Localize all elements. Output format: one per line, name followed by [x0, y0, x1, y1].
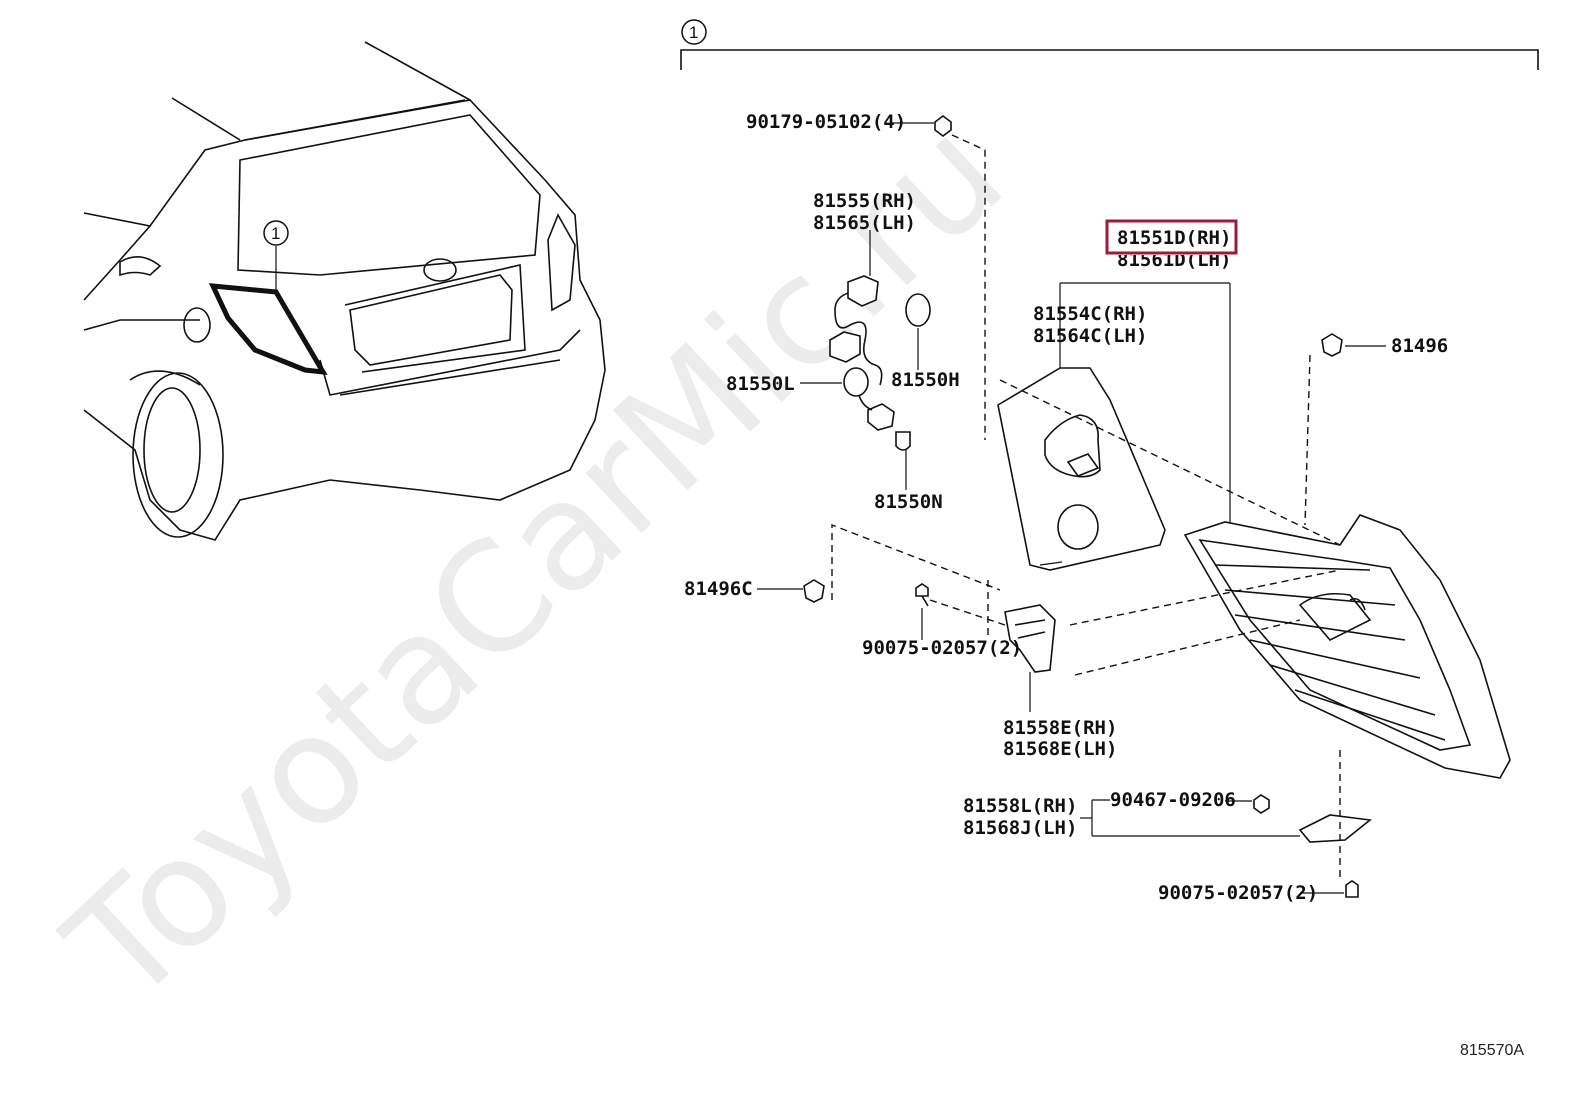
- label-lens-lh[interactable]: 81561D(LH): [1117, 249, 1231, 271]
- label-lens-rh[interactable]: 81551D(RH): [1117, 227, 1231, 249]
- label-bulb-n[interactable]: 81550N: [874, 491, 943, 513]
- label-clip-top[interactable]: 81496: [1391, 335, 1448, 357]
- label-bulb-l[interactable]: 81550L: [726, 373, 795, 395]
- label-bulb-h[interactable]: 81550H: [891, 369, 960, 391]
- label-screw-mid[interactable]: 90075-02057(2): [862, 637, 1022, 659]
- label-cover-rh[interactable]: 81554C(RH): [1033, 303, 1147, 325]
- label-socket-lh[interactable]: 81565(LH): [813, 212, 916, 234]
- label-bracket-lh[interactable]: 81568E(LH): [1003, 738, 1117, 760]
- highlight-box: [1105, 219, 1238, 255]
- car-illustration: 1: [83, 41, 606, 541]
- part-labels: 90179-05102(4) 81555(RH) 81565(LH) 81550…: [684, 111, 1524, 1059]
- label-nut[interactable]: 90467-09206: [1110, 789, 1236, 811]
- label-bracket2-lh[interactable]: 81568J(LH): [963, 817, 1077, 839]
- diagram-code: 815570A: [1460, 1042, 1524, 1059]
- car-callout-label: 1: [271, 224, 280, 243]
- label-screw-bottom[interactable]: 90075-02057(2): [1158, 882, 1318, 904]
- label-cover-lh[interactable]: 81564C(LH): [1033, 325, 1147, 347]
- label-bulb-bolt[interactable]: 90179-05102(4): [746, 111, 906, 133]
- parts-drawings: [757, 115, 1511, 898]
- label-socket-rh[interactable]: 81555(RH): [813, 190, 916, 212]
- label-clip-left[interactable]: 81496C: [684, 578, 753, 600]
- label-bracket2-rh[interactable]: 81558L(RH): [963, 795, 1077, 817]
- group-callout-label: 1: [689, 23, 698, 42]
- group-bracket: 1: [680, 19, 1539, 70]
- label-bracket-rh[interactable]: 81558E(RH): [1003, 717, 1117, 739]
